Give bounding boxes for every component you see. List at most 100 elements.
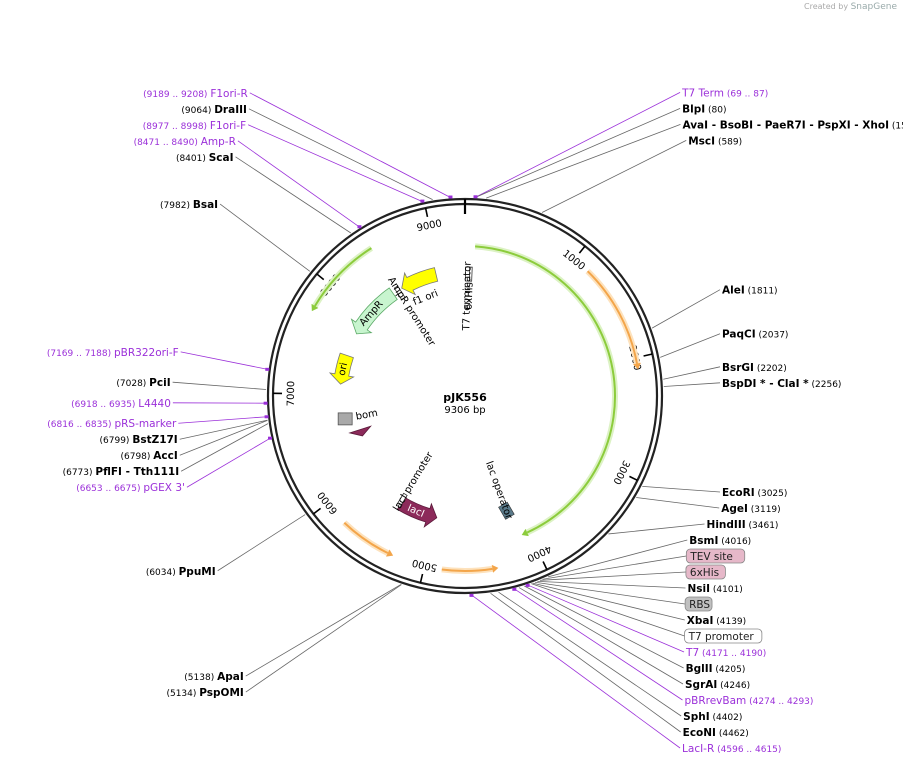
svg-text:LacI-R (4596 .. 4615): LacI-R (4596 .. 4615): [682, 743, 781, 755]
site-bsai: (7982) BsaI: [160, 199, 218, 211]
feature-ampr: [350, 287, 398, 335]
orf-arc-arrowhead: [521, 528, 529, 537]
feature-label-lac-operator: lac operator: [483, 460, 514, 522]
site-bsrgi: BsrGI (2202): [722, 362, 787, 374]
site-sgrai: SgrAI (4246): [685, 679, 750, 691]
site-pflfi-tth111i: (6773) PflFI - Tth111I: [63, 466, 180, 478]
leader-line: [245, 584, 402, 677]
svg-text:(8401) ScaI: (8401) ScaI: [176, 152, 234, 164]
site-hindiii: HindIII (3461): [707, 519, 779, 531]
feature-label-t7-terminator: T7 terminator: [461, 261, 473, 332]
svg-text:BsmI (4016): BsmI (4016): [689, 535, 751, 547]
svg-text:(5134) PspOMI: (5134) PspOMI: [166, 687, 243, 699]
svg-text:EcoRI (3025): EcoRI (3025): [722, 487, 787, 499]
leader-line: [531, 583, 685, 637]
leader-line: [537, 580, 686, 589]
primer-site-mark: [512, 587, 517, 591]
primer-site-mark: [420, 199, 425, 203]
site-avai-bsobi-paer7i-pspxi-xhoi: AvaI - BsoBI - PaeR7I - PspXI - XhoI (15…: [682, 119, 903, 131]
tick-label: 4000: [525, 543, 553, 564]
leader-line: [235, 156, 352, 234]
primer-prs-marker: (6816 .. 6835) pRS-marker: [47, 418, 177, 430]
svg-text:(6773) PflFI - Tth111I: (6773) PflFI - Tth111I: [63, 466, 180, 478]
leader-line: [248, 108, 433, 201]
leader-line: [178, 416, 268, 424]
plasmid-name: pJK556: [443, 391, 487, 404]
site-bglii: BglII (4205): [686, 663, 746, 675]
leader-line: [180, 351, 268, 370]
primer-site-mark: [263, 401, 268, 405]
site-sphi: SphI (4402): [683, 711, 742, 723]
tick-mark: [542, 561, 548, 570]
primer-f1ori-f: (8977 .. 8998) F1ori-F: [143, 120, 246, 132]
primer-site-mark: [473, 195, 478, 199]
feature-label-rbs: RBS: [684, 596, 713, 612]
leader-line: [498, 591, 682, 717]
leader-line: [513, 588, 683, 701]
leader-line: [518, 587, 684, 685]
leader-line: [486, 124, 681, 199]
leader-line: [172, 381, 267, 390]
feature-label-f1-ori: f1 ori: [412, 288, 440, 308]
svg-text:EcoNI (4462): EcoNI (4462): [683, 727, 749, 739]
leader-line: [608, 523, 705, 535]
site-alei: AleI (1811): [722, 285, 778, 297]
svg-text:AgeI (3119): AgeI (3119): [721, 503, 780, 515]
primer-l4440: (6918 .. 6935) L4440: [71, 398, 171, 410]
svg-text:6xHis: 6xHis: [690, 567, 719, 579]
primer-pgex-3: (6653 .. 6675) pGEX 3': [76, 482, 185, 494]
feature-laci: [396, 496, 438, 528]
credit-brand: SnapGene: [850, 2, 897, 12]
leader-line: [527, 584, 685, 653]
svg-text:(6034) PpuMI: (6034) PpuMI: [146, 566, 216, 578]
svg-text:MscI (589): MscI (589): [688, 135, 742, 147]
primer-site-mark: [469, 593, 474, 597]
leader-line: [541, 140, 687, 213]
site-apai: (5138) ApaI: [184, 671, 243, 683]
leader-line: [247, 124, 423, 202]
svg-text:BspDI * - ClaI * (2256): BspDI * - ClaI * (2256): [722, 378, 841, 390]
primer-pbrrevbam: pBRrevBam (4274 .. 4293): [684, 695, 813, 707]
feature-bom: [337, 412, 353, 426]
svg-text:RBS: RBS: [689, 599, 710, 611]
leader-line: [535, 581, 686, 605]
site-acci: (6798) AccI: [120, 450, 177, 462]
site-ppumi: (6034) PpuMI: [146, 566, 216, 578]
feature-label-6xhis: 6xHis: [463, 282, 475, 310]
orf-arc: [586, 270, 638, 364]
orf-arc: [475, 245, 616, 534]
tick-mark: [643, 353, 653, 357]
feature-label-6xhis: 6xHis: [685, 564, 726, 580]
svg-text:(9189 .. 9208) F1ori-R: (9189 .. 9208) F1ori-R: [143, 88, 248, 100]
feature-label-t7-promoter: T7 promoter: [684, 628, 763, 644]
svg-text:(9064) DraIII: (9064) DraIII: [181, 104, 247, 116]
svg-text:(6918 .. 6935) L4440: (6918 .. 6935) L4440: [71, 398, 171, 410]
primer-amp-r: (8471 .. 8490) Amp-R: [134, 136, 236, 148]
tick-mark: [419, 573, 424, 583]
feature-t7-terminator-mark: [464, 266, 471, 282]
leader-line: [660, 333, 721, 358]
site-scai: (8401) ScaI: [176, 152, 234, 164]
orf-arc-halo: [312, 245, 373, 308]
tick-label: 9000: [416, 218, 443, 234]
leader-line: [249, 92, 451, 198]
leader-line: [475, 108, 681, 198]
leader-line: [663, 382, 721, 387]
svg-text:T7 (4171 .. 4190): T7 (4171 .. 4190): [685, 647, 766, 659]
orf-arc-arrowhead: [311, 303, 319, 312]
svg-text:(7169 .. 7188) pBR322ori-F: (7169 .. 7188) pBR322ori-F: [47, 347, 179, 359]
svg-text:AleI (1811): AleI (1811): [722, 285, 778, 297]
leader-line: [179, 419, 268, 440]
feature-rop: [348, 425, 372, 437]
site-bsmi: BsmI (4016): [689, 535, 751, 547]
site-blpi: BlpI (80): [682, 103, 726, 115]
leader-line: [219, 203, 311, 272]
tick-mark: [424, 207, 429, 218]
svg-text:(6798) AccI: (6798) AccI: [120, 450, 177, 462]
primer-site-mark: [525, 583, 530, 587]
svg-text:pBRrevBam (4274 .. 4293): pBRrevBam (4274 .. 4293): [684, 695, 813, 707]
svg-text:HindIII (3461): HindIII (3461): [707, 519, 779, 531]
svg-text:TEV site: TEV site: [689, 551, 733, 563]
orf-arc-arrowhead: [491, 564, 499, 573]
